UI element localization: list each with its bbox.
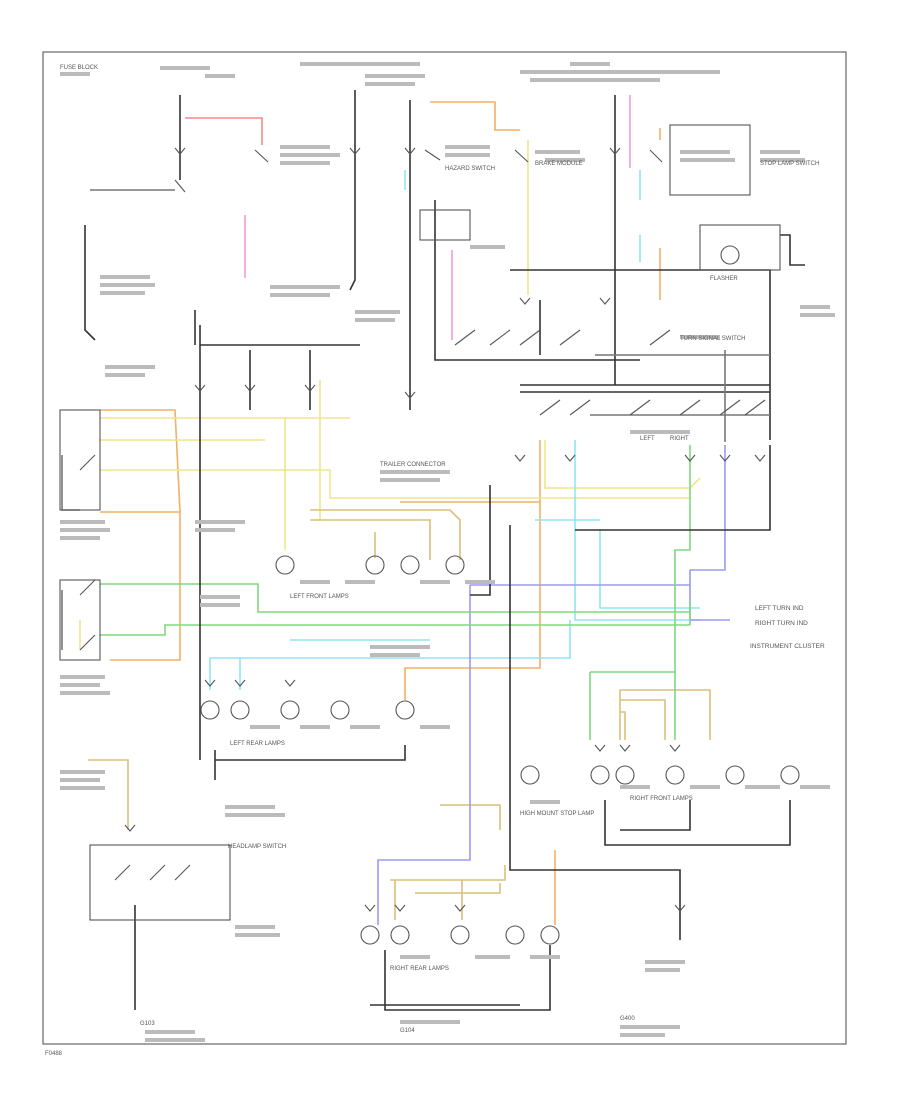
label-flasher: FLASHER [710, 276, 738, 282]
label-fuse-block: FUSE BLOCK [60, 65, 98, 71]
label-right-turn-switch: RIGHT [670, 436, 689, 442]
wire-black [620, 800, 691, 831]
wire-gray [61, 455, 80, 511]
wire-orange [430, 101, 520, 131]
wire-orange [100, 409, 181, 513]
switch-contacts [79, 149, 766, 881]
label-headlamp-switch: HEADLAMP SWITCH [228, 844, 286, 850]
wire-black [575, 445, 771, 531]
label-ground-center: G104 [400, 1028, 415, 1034]
label-trailer-connector: TRAILER CONNECTOR [380, 462, 446, 468]
wire-blue [377, 585, 471, 925]
wire-black [384, 945, 551, 1011]
wire-orange [100, 511, 181, 661]
lamp-bulbs [200, 245, 800, 945]
wire-green [674, 445, 691, 740]
wire-blue [690, 445, 726, 571]
wire-blue [689, 570, 730, 621]
wire-black [780, 234, 805, 266]
wire-black [349, 90, 356, 291]
label-left-turn-ind: LEFT TURN IND [755, 605, 804, 612]
wire-tan [88, 759, 129, 830]
label-right-rear-lamps: RIGHT REAR LAMPS [390, 966, 449, 972]
wire-tan [310, 509, 461, 560]
label-turn-signal-switch: TURN SIGNAL SWITCH [680, 336, 745, 342]
wire-tan [440, 804, 501, 830]
wire-tan [620, 711, 626, 740]
wire-yellow [544, 440, 701, 489]
wire-red [185, 117, 263, 145]
wire-tan [620, 699, 666, 740]
wire-black [434, 200, 640, 361]
label-high-mount-stop: HIGH MOUNT STOP LAMP [520, 811, 594, 817]
wire-green [100, 624, 690, 636]
label-left-rear-lamps: LEFT REAR LAMPS [230, 741, 285, 747]
wire-tan [390, 865, 506, 881]
page-number: F0488 [45, 1051, 63, 1057]
wire-green [100, 583, 690, 613]
wire-light-blue [574, 440, 700, 621]
label-right-turn-ind: RIGHT TURN IND [755, 620, 808, 627]
wire-yellow [100, 469, 691, 499]
label-left-turn-switch: LEFT [640, 436, 655, 442]
wire-black [470, 485, 491, 596]
wire-black [509, 525, 681, 940]
module-boxes [59, 124, 781, 921]
wire-tan [310, 519, 431, 560]
label-ground-left: G103 [140, 1021, 155, 1027]
diagram-border [42, 51, 847, 1045]
wire-black [604, 800, 791, 846]
wire-black [84, 225, 96, 341]
label-stop-lamp-switch: STOP LAMP SWITCH [760, 161, 819, 167]
label-ground-right: G400 [620, 1016, 635, 1022]
label-right-front-lamps: RIGHT FRONT LAMPS [630, 796, 693, 802]
label-instrument-cluster: INSTRUMENT CLUSTER [750, 643, 825, 650]
label-hazard-switch: HAZARD SWITCH [445, 166, 495, 172]
wire-orange [400, 501, 541, 700]
wire-black [215, 745, 406, 761]
label-brake-module: BRAKE MODULE [535, 161, 583, 167]
wire-tan [415, 883, 501, 894]
label-left-front-lamps: LEFT FRONT LAMPS [290, 594, 349, 600]
wire-light-blue [599, 530, 700, 609]
wire-light-blue [210, 620, 571, 659]
caption-blocks [60, 62, 835, 1042]
connector-marks [124, 147, 766, 912]
wire-tan [620, 689, 711, 740]
wire-yellow [315, 380, 321, 521]
